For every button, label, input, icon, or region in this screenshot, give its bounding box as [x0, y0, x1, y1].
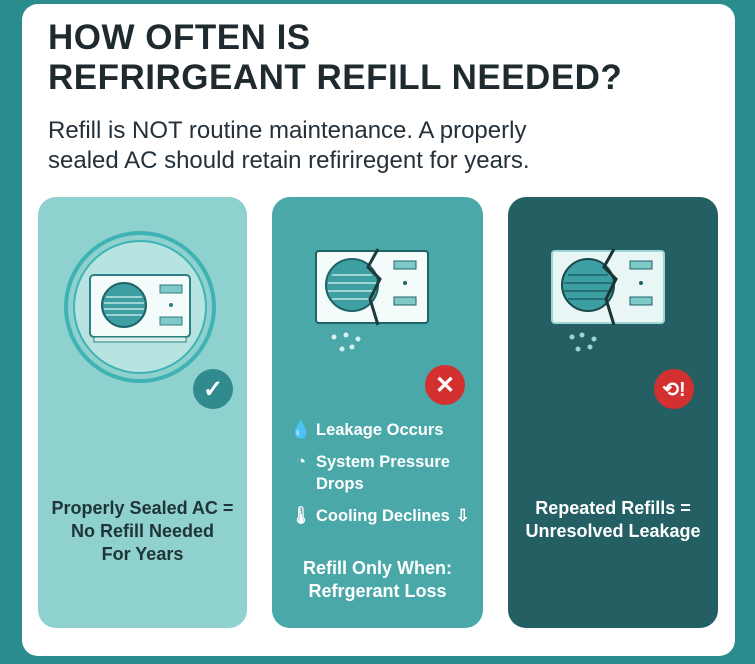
x-icon: ✕ [425, 365, 465, 405]
item-text: Leakage Occurs [316, 421, 444, 439]
caption-line: Properly Sealed AC = [51, 498, 234, 518]
card2-caption: Refill Only When: Refrgerant Loss [272, 557, 483, 603]
item-line: System Pressure [316, 453, 450, 471]
caption-line: Repeated Refills = [535, 498, 691, 518]
caption-line: Refrgerant Loss [308, 581, 447, 601]
sealed-ac-unit-icon [64, 231, 216, 383]
caption-line: Refill Only When: [302, 558, 452, 578]
card3-caption: Repeated Refills = Unresolved Leakage [508, 497, 718, 543]
droplet-icon: 💧 [290, 420, 312, 439]
thermometer-icon: 🌡 [290, 506, 312, 525]
gauge-icon: ◔ [295, 452, 307, 471]
list-item: 🌡Cooling Declines ⇩ [286, 505, 470, 527]
check-icon: ✓ [193, 369, 233, 409]
card-repeated-refills: ⟲! Repeated Refills = Unresolved Leakage [508, 197, 718, 628]
item-line: Drops [316, 475, 364, 493]
subtitle: Refill is NOT routine maintenance. A pro… [48, 116, 530, 176]
caption-line: No Refill Needed [70, 521, 215, 541]
subtitle-line-2: sealed AC should retain refiriregent for… [48, 147, 530, 174]
title-line-1: HOW OFTEN IS [48, 18, 311, 57]
cracked-ac-unit-icon [551, 248, 665, 352]
caption-line: For Years [101, 544, 184, 564]
down-arrow-icon: ⇩ [455, 507, 470, 525]
subtitle-line-1: Refill is NOT routine maintenance. A pro… [48, 117, 527, 144]
list-item: 💧Leakage Occurs [286, 419, 470, 441]
title-line-2: REFRIRGEANT REFILL NEEDED? [48, 58, 623, 97]
item-text: Cooling Declines [316, 507, 450, 525]
alert-refresh-icon: ⟲! [654, 369, 694, 409]
caption-line: Unresolved Leakage [525, 521, 701, 541]
cracked-ac-unit-icon [315, 248, 429, 352]
